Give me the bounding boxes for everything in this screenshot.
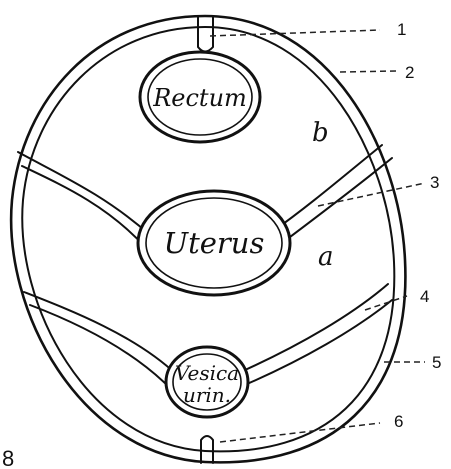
uterus-group: Uterus [138,191,290,295]
bladder-label-line2: urin. [183,383,231,407]
uterus-label: Uterus [164,226,265,260]
callout-4: 4 [420,287,429,306]
leader-line-2 [340,71,396,72]
callout-3: 3 [430,173,439,192]
rectum-label: Rectum [152,84,247,112]
callout-6: 6 [394,412,403,431]
upper-fold-right [272,145,392,246]
region-label-a: a [318,242,334,272]
bladder-group: Vesica urin. [166,347,248,417]
septum-top [198,17,213,52]
figure-number: 8 [2,446,14,469]
upper-fold-left [18,152,150,248]
callout-1: 1 [397,20,406,39]
lower-fold-left [24,292,177,388]
leader-line-6 [220,423,380,442]
callout-2: 2 [405,63,414,82]
region-label-b: b [312,118,329,148]
rectum-group: Rectum [140,52,260,142]
lower-fold-right [245,284,392,384]
septum-bottom [201,436,213,463]
bladder-label-line1: Vesica [175,361,239,385]
callout-5: 5 [432,353,441,372]
